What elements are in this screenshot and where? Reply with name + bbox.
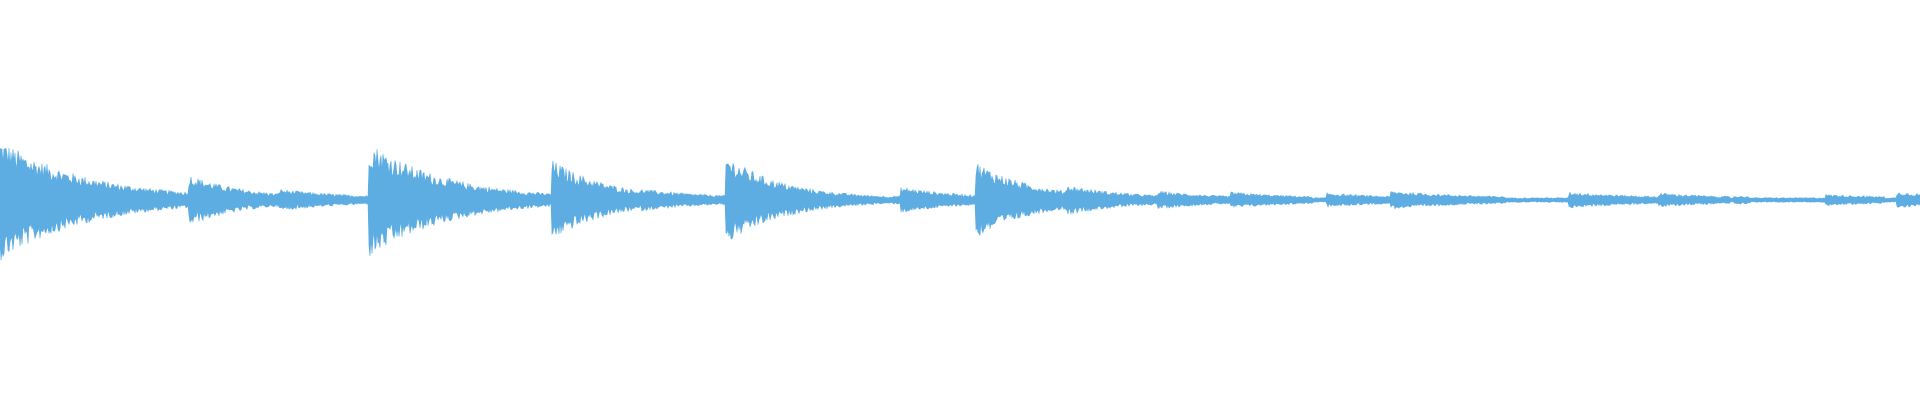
waveform-envelope	[0, 147, 1920, 261]
